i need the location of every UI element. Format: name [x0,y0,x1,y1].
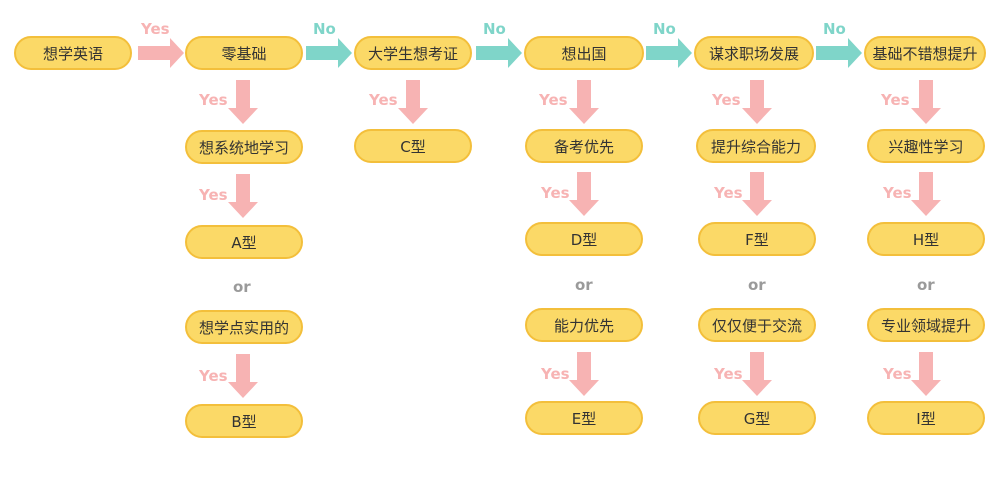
yes-arrow-down [398,80,428,124]
node-type-d: D型 [525,222,643,256]
yes-label: Yes [714,184,743,202]
yes-arrow-right [138,38,184,68]
yes-arrow-down [228,354,258,398]
or-label: or [575,276,593,294]
yes-label: Yes [199,186,228,204]
node-type-c: C型 [354,129,472,163]
yes-arrow-down [569,172,599,216]
yes-arrow-down [911,80,941,124]
yes-arrow-down [228,174,258,218]
node-zero-basis: 零基础 [185,36,303,70]
node-career: 谋求职场发展 [694,36,814,70]
node-systematic: 想系统地学习 [185,130,303,164]
node-prepare-exam: 备考优先 [525,129,643,163]
node-type-i: I型 [867,401,985,435]
yes-label: Yes [539,91,568,109]
yes-arrow-down [228,80,258,124]
node-type-h: H型 [867,222,985,256]
no-label: No [483,20,506,38]
yes-label: Yes [883,184,912,202]
node-college-exam: 大学生想考证 [354,36,472,70]
yes-arrow-down [742,172,772,216]
yes-arrow-down [569,80,599,124]
node-start: 想学英语 [14,36,132,70]
yes-label: Yes [712,91,741,109]
yes-arrow-down [911,172,941,216]
node-ability-first: 能力优先 [525,308,643,342]
no-label: No [823,20,846,38]
node-improve-skills: 提升综合能力 [696,129,816,163]
node-go-abroad: 想出国 [524,36,644,70]
yes-label: Yes [369,91,398,109]
yes-arrow-down [742,352,772,396]
no-label: No [313,20,336,38]
node-type-b: B型 [185,404,303,438]
or-label: or [748,276,766,294]
no-arrow-right [646,38,692,68]
yes-label: Yes [883,365,912,383]
yes-label: Yes [881,91,910,109]
yes-label: Yes [541,184,570,202]
node-type-g: G型 [698,401,816,435]
no-arrow-right [816,38,862,68]
node-convenient: 仅仅便于交流 [698,308,816,342]
yes-label: Yes [199,367,228,385]
yes-label: Yes [541,365,570,383]
node-type-f: F型 [698,222,816,256]
yes-label: Yes [199,91,228,109]
yes-arrow-down [742,80,772,124]
node-professional: 专业领域提升 [867,308,985,342]
node-practical: 想学点实用的 [185,310,303,344]
no-arrow-right [306,38,352,68]
or-label: or [233,278,251,296]
no-label: No [653,20,676,38]
yes-arrow-down [569,352,599,396]
yes-label: Yes [714,365,743,383]
node-good-basis: 基础不错想提升 [864,36,986,70]
yes-label: Yes [141,20,170,38]
or-label: or [917,276,935,294]
node-type-a: A型 [185,225,303,259]
node-type-e: E型 [525,401,643,435]
no-arrow-right [476,38,522,68]
yes-arrow-down [911,352,941,396]
node-interest: 兴趣性学习 [867,129,985,163]
